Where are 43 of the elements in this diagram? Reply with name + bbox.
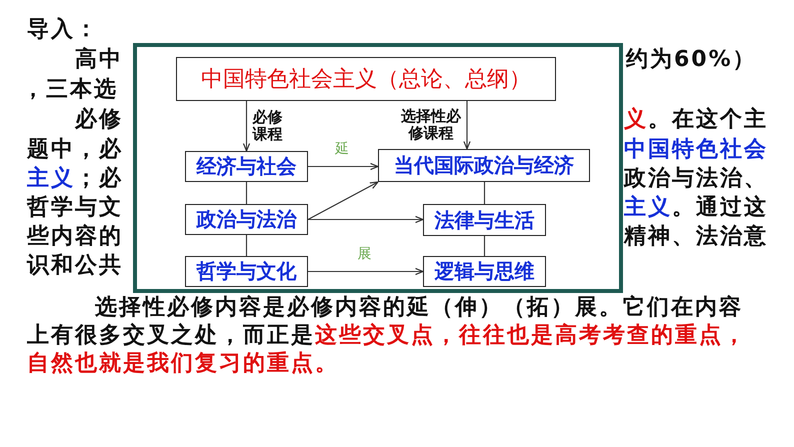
connector-line [484,182,486,204]
topic-box: 经济与社会 [185,151,308,182]
paragraph-text: 这些交叉点，往往也是高考考查的重点， [315,323,747,348]
topic-box: 逻辑与思维 [423,256,546,287]
arrow [463,101,471,150]
paragraph-text: 些内容的 [27,224,123,249]
topic-box: 政治与法治 [185,204,308,235]
connector-line [484,236,486,256]
arrow [308,162,379,170]
topic-box: 法律与生活 [423,204,546,236]
edge-label: 展 [358,246,372,262]
arrow [308,268,424,276]
connector-line [246,235,248,256]
paragraph-text: 识和公共 [27,253,123,278]
paragraph-text: ；必 [75,166,123,191]
paragraph-text: 主义 [27,166,75,191]
paragraph-text: 。通过这 [672,195,768,220]
paragraph-text: 义 [624,107,648,132]
paragraph-text: 。在这个主 [648,107,768,132]
topic-box: 哲学与文化 [185,256,308,287]
paragraph-text: 主义 [624,195,672,220]
arrow [308,181,379,220]
paragraph-text: 导入： [27,17,99,42]
paragraph-text: 必修 [75,107,123,132]
paragraph-text: 题中，必 [27,137,123,162]
paragraph-text: 自然也就是我们复习的重点。 [27,351,339,376]
paragraph-text: 高中 [75,47,123,72]
paragraph-text: 选择性必修内容是必修内容的延（伸）（拓）展。它们在内容 [95,295,743,320]
edge-label: 必修课程 [251,109,284,143]
arrow [308,216,424,224]
paragraph-text: 精神、法治意 [624,224,768,249]
paragraph-text: 约为60%） [626,47,757,72]
paragraph-text: ，三本选 [22,77,118,102]
arrow [242,101,250,152]
paragraph-text: 上有很多交叉之处，而正是 [27,323,315,348]
paragraph-text: 中国特色社会 [624,137,768,162]
edge-label: 选择性必修课程 [400,108,462,142]
connector-line [246,182,248,204]
topic-box: 当代国际政治与经济 [378,149,590,182]
topic-box: 中国特色社会主义（总论、总纲） [176,57,556,101]
edge-label: 延 [335,140,349,158]
paragraph-text: 政治与法治、 [624,166,768,191]
paragraph-text: 哲学与文 [27,195,123,220]
